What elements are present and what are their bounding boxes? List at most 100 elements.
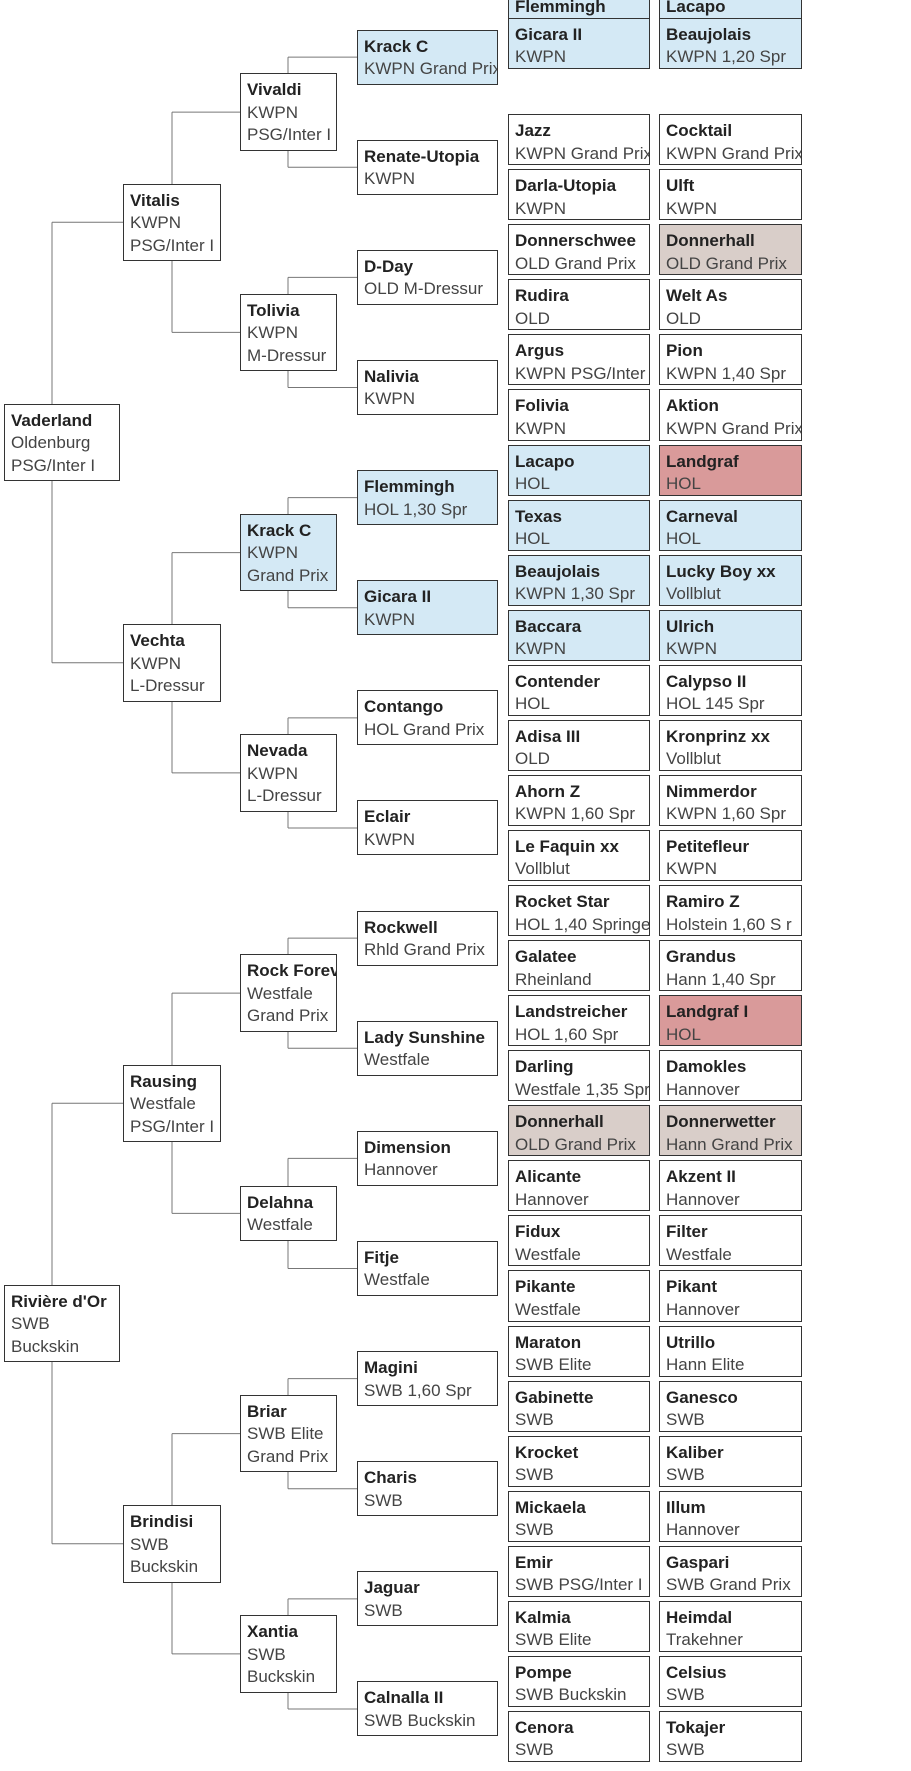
horse-name: Grandus — [666, 947, 736, 967]
horse-name: Landstreicher — [515, 1002, 628, 1022]
horse-info: SWB Buckskin — [364, 1710, 476, 1730]
horse-info: Westfale — [515, 1299, 581, 1319]
horse-name: Vaderland — [11, 410, 93, 430]
horse-name: Pion — [666, 341, 703, 361]
horse-sire-gen3: Rock Forever IWestfaleGrand Prix — [240, 954, 337, 1032]
horse-sire-gen5: Ahorn Z KWPN 1,60 Spr — [508, 774, 650, 826]
horse-name: Donnerwetter — [666, 1112, 776, 1132]
horse-info: KWPN 1,40 Spr — [666, 363, 786, 383]
horse-name: Krack C — [247, 520, 312, 540]
horse-name: Contender — [515, 671, 600, 691]
horse-info: SWB — [364, 1490, 403, 1510]
horse-info: Westfale — [130, 1094, 196, 1113]
horse-name: Donnerhall — [515, 1112, 604, 1132]
horse-info: SWB Elite — [515, 1355, 592, 1374]
horse-info: KWPN — [515, 418, 566, 438]
horse-info: OLD Grand Prix — [515, 1134, 636, 1154]
horse-name: Lady Sunshine — [364, 1027, 485, 1047]
horse-info: Holstein 1,60 S r — [666, 914, 792, 934]
horse-name: Argus — [515, 341, 565, 361]
horse-name: Kronprinz xx — [666, 726, 770, 746]
horse-info: HOL — [515, 694, 550, 714]
horse-info: SWB Elite — [247, 1424, 324, 1444]
horse-name: Damokles — [666, 1057, 747, 1077]
horse-info: KWPN 1,60 Spr — [515, 804, 635, 824]
horse-info: SWB — [364, 1600, 403, 1620]
horse-name: Gaspari — [666, 1552, 730, 1572]
horse-info: KWPN — [515, 198, 566, 218]
horse-name: Krocket — [515, 1442, 579, 1462]
horse-info: PSG/Inter I — [247, 125, 332, 145]
horse-info: KWPN — [515, 639, 566, 659]
horse-name: Lucky Boy xx — [666, 561, 776, 581]
horse-name: Darling — [515, 1057, 574, 1077]
horse-name: Calypso II — [666, 671, 747, 691]
horse-name: Tolivia — [247, 300, 300, 320]
horse-name: Beaujolais — [515, 561, 601, 581]
horse-info: SWB — [666, 1465, 705, 1485]
horse-info: HOL 1,40 Springen — [515, 914, 650, 934]
horse-info: Hannover — [666, 1189, 740, 1209]
horse-name: Donnerschwee — [515, 231, 636, 251]
horse-name: Ahorn Z — [515, 781, 581, 801]
horse-name: D-Day — [364, 256, 414, 276]
horse-info: PSG/Inter I — [130, 235, 215, 255]
horse-info: Westfale 1,35 Spr — [515, 1079, 650, 1099]
horse-info: Westfale — [515, 1244, 581, 1264]
horse-name: Alicante — [515, 1167, 582, 1187]
horse-info: Westfale — [247, 983, 313, 1003]
horse-name: Xantia — [247, 1622, 299, 1642]
horse-info: HOL 1,30 Spr — [364, 499, 468, 519]
horse-name: Kalmia — [515, 1607, 571, 1627]
horse-info: KWPN — [515, 47, 566, 67]
horse-name: Illum — [666, 1497, 706, 1517]
horse-info: Grand Prix — [247, 565, 329, 585]
horse-name: Cenora — [515, 1717, 574, 1737]
horse-info: KWPN — [130, 653, 181, 673]
horse-name: Maraton — [515, 1332, 582, 1352]
horse-name: Magini — [364, 1358, 418, 1378]
horse-info: KWPN 1,30 Spr — [515, 584, 635, 604]
horse-name: Le Faquin xx — [515, 836, 619, 856]
horse-name: Mickaela — [515, 1497, 586, 1517]
horse-info: Oldenburg — [11, 433, 91, 453]
horse-info: KWPN — [364, 609, 415, 629]
horse-name: Kaliber — [666, 1442, 724, 1462]
horse-info: HOL — [666, 529, 701, 549]
horse-info: SWB — [515, 1465, 554, 1485]
horse-name: Flemmingh — [515, 0, 606, 17]
